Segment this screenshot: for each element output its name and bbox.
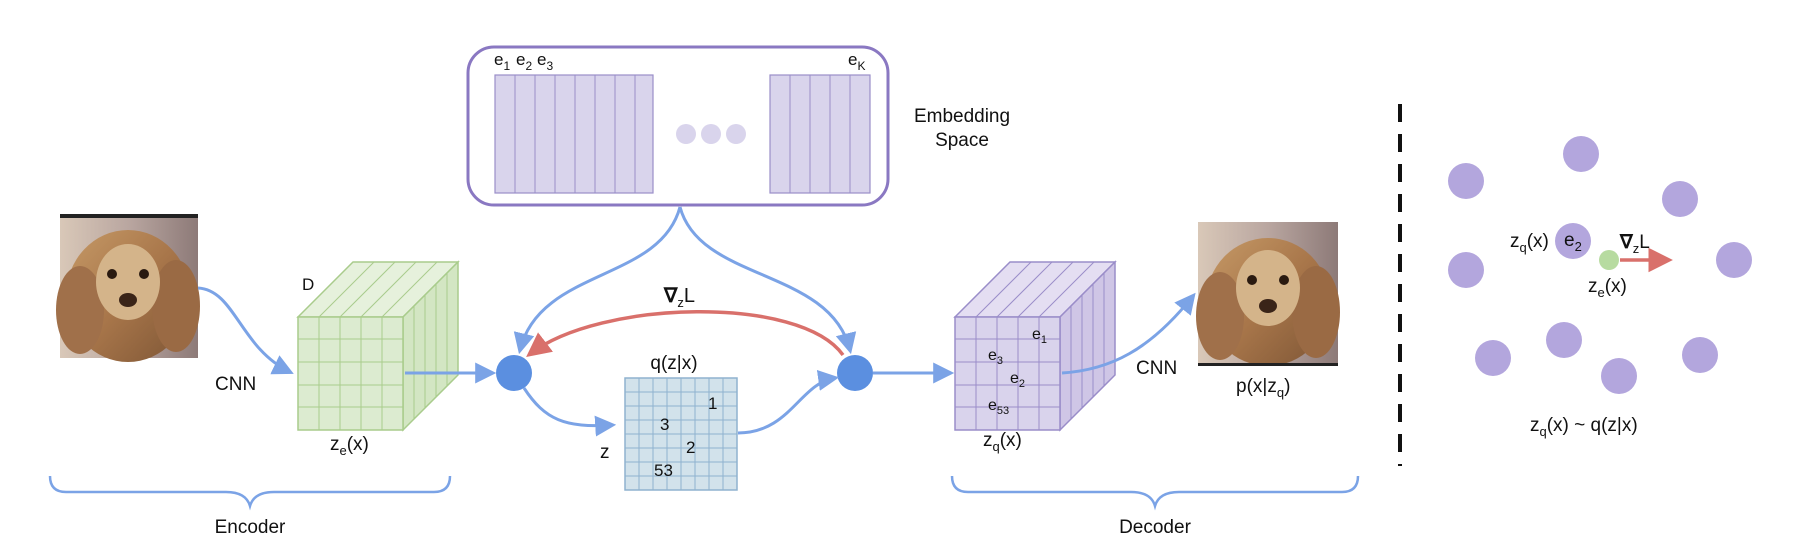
decoder-cube-e3: e3 [988,347,1003,367]
embedding-ellipsis-dots [676,124,746,144]
embedding-ek-label: eK [848,50,865,73]
right-ze-label: ze(x) [1588,276,1627,300]
decoder-section: e1 e3 e2 e53 zq(x) CNN p(x|zq) Decoder [873,222,1360,538]
decoder-cnn-label: CNN [1136,358,1177,379]
encoder-brace [48,475,452,511]
gradient-arrow [526,310,845,357]
grid-title: q(z|x) [650,353,697,374]
right-zq-label: zq(x) [1510,231,1549,255]
grid-to-node-arrow [737,370,840,435]
encoder-feature-cube [296,260,460,432]
embedding-space-label-1: Embedding [914,106,1010,127]
input-dog-photo [56,214,200,362]
embedding-to-right-node-arrow [678,206,857,355]
embedding-to-left-node-arrow [513,206,682,355]
grid-cell-3: 3 [660,415,669,434]
embedding-space-label-2: Space [935,130,989,151]
decoder-output-arrow [1061,292,1196,375]
encoder-section: CNN D ze(x) Encoder [48,214,460,538]
embedding-geometry-panel: zq(x) e2 ∇zL ze(x) zq(x) ~ q(z|x) [1448,136,1752,439]
grid-cell-2: 2 [686,438,695,457]
decoder-feature-cube: e1 e3 e2 e53 [953,260,1117,432]
encoder-cnn-label: CNN [215,374,256,395]
encoder-d-label: D [302,275,314,294]
right-gradient-label: ∇zL [1619,232,1650,256]
embedding-vectors-left [494,74,654,194]
grid-cell-53: 53 [654,461,673,480]
node-to-grid-arrow [522,387,617,437]
quantization-section: ∇zL 1 3 2 53 q(z|x) z [405,206,873,491]
grid-cell-1: 1 [708,394,717,413]
right-panel-caption: zq(x) ~ q(z|x) [1530,415,1638,439]
embedding-space: e1 e2 e3 eK Embedding Space [466,45,1010,207]
decoder-section-label: Decoder [1119,517,1191,538]
nearest-neighbor-node-left [496,355,532,391]
encoder-ze-label: ze(x) [330,434,369,458]
gradient-label: ∇zL [663,285,695,310]
encoder-section-label: Encoder [215,517,286,538]
encoder-input-arrow [197,286,294,375]
decoder-cube-e2: e2 [1010,370,1025,390]
decoder-cube-e53: e53 [988,397,1009,417]
embedding-clusters [1448,136,1752,394]
embedding-e1-label: e1 [494,50,510,73]
encoder-output-point [1599,250,1619,270]
grid-z-label: z [600,442,610,463]
decoder-output-label: p(x|zq) [1236,376,1290,400]
embedding-e2-label: e2 [516,50,532,73]
nearest-neighbor-node-right [837,355,873,391]
output-dog-photo [1196,222,1340,366]
decoder-cube-e1: e1 [1032,326,1047,346]
decoder-brace [950,475,1360,511]
embedding-e3-label: e3 [537,50,553,73]
latent-index-grid: 1 3 2 53 [624,377,738,491]
right-e2-label: e2 [1564,230,1582,254]
embedding-vectors-right [769,74,871,194]
decoder-zq-label: zq(x) [983,430,1022,454]
